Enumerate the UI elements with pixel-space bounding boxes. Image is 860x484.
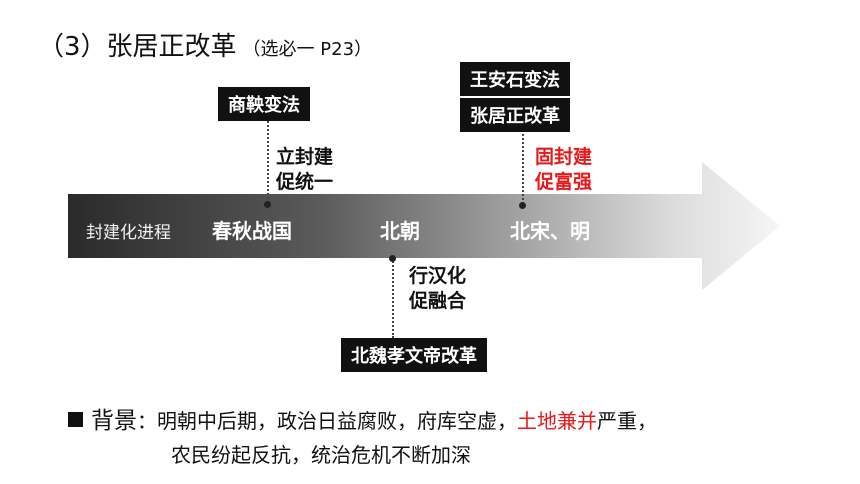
note-line: 促融合 bbox=[409, 290, 467, 312]
event-box-xiaowen: 北魏孝文帝改革 bbox=[341, 338, 487, 372]
marker-dot-wei bbox=[389, 255, 396, 262]
background-section: 背景：明朝中后期，政治日益腐败，府库空虚，土地兼并严重， 农民纷起反抗，统治危机… bbox=[68, 404, 657, 472]
page-title: （3）张居正改革（选必一 P23） bbox=[38, 26, 372, 63]
marker-dot-song-ming bbox=[519, 202, 526, 209]
note-wei: 行汉化 促融合 bbox=[409, 264, 466, 314]
era-northern-dynasties: 北朝 bbox=[380, 219, 420, 243]
event-box-wang-anshi: 王安石变法 bbox=[460, 62, 570, 96]
connector-wei bbox=[392, 258, 394, 338]
background-label: 背景 bbox=[91, 408, 137, 434]
event-box-zhang-juzheng: 张居正改革 bbox=[460, 98, 570, 132]
note-shang: 立封建 促统一 bbox=[276, 145, 333, 195]
era-spring-autumn: 春秋战国 bbox=[212, 219, 292, 243]
arrow-label: 封建化进程 bbox=[86, 223, 171, 243]
background-text-2: 严重， bbox=[597, 409, 657, 433]
era-song-ming: 北宋、明 bbox=[510, 219, 590, 243]
title-sub: （选必一 P23） bbox=[242, 39, 373, 60]
connector-song-ming bbox=[522, 134, 524, 204]
arrow-shape bbox=[68, 162, 780, 290]
title-main: （3）张居正改革 bbox=[38, 32, 237, 62]
background-highlight: 土地兼并 bbox=[517, 409, 597, 433]
note-line: 立封建 bbox=[276, 146, 334, 168]
note-line: 促富强 bbox=[535, 171, 593, 193]
note-line: 行汉化 bbox=[409, 265, 467, 287]
event-box-shang-yang: 商鞅变法 bbox=[218, 87, 310, 121]
marker-dot-shang bbox=[264, 201, 271, 208]
background-colon: ： bbox=[137, 409, 157, 433]
connector-shang bbox=[267, 121, 269, 203]
note-song-ming: 固封建 促富强 bbox=[535, 145, 592, 195]
background-text-line2: 农民纷起反抗，统治危机不断加深 bbox=[171, 443, 471, 467]
note-line: 固封建 bbox=[535, 146, 593, 168]
note-line: 促统一 bbox=[276, 171, 334, 193]
background-text-1: 明朝中后期，政治日益腐败，府库空虚， bbox=[157, 409, 517, 433]
bullet-square-icon bbox=[68, 412, 83, 427]
